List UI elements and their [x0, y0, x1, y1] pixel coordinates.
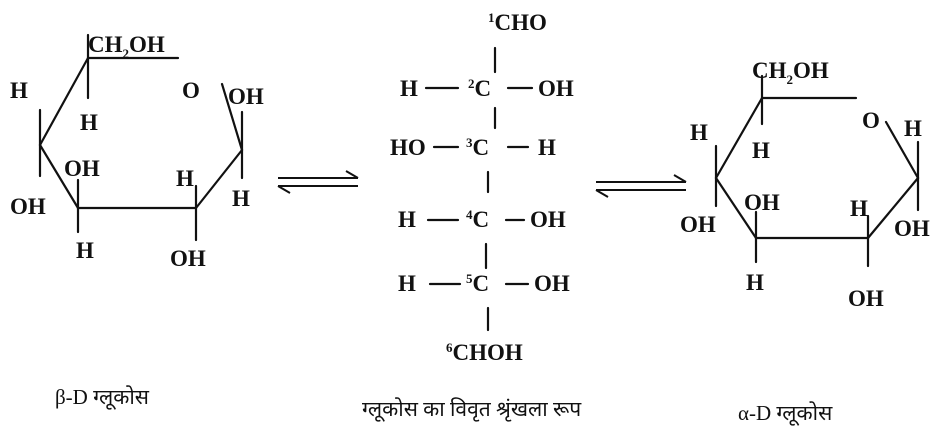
alpha-caption: α-D ग्लूकोस: [738, 401, 833, 426]
beta-c3-h: H: [76, 238, 94, 263]
open-c3-h: H: [538, 135, 556, 160]
beta-c1-h: H: [232, 186, 250, 211]
alpha-ring-oxygen: O: [862, 108, 880, 133]
alpha-ch2oh-label: CH2OH: [752, 58, 829, 87]
beta-ring-oxygen: O: [182, 78, 200, 103]
beta-ch2oh-label: CH2OH: [88, 32, 165, 61]
beta-bond-c3-c4: [38, 143, 80, 210]
alpha-c1-oh: OH: [894, 216, 930, 241]
open-c3-ho: HO: [390, 135, 426, 160]
alpha-c4-h: H: [690, 120, 708, 145]
open-c6-group: 6CHOH: [446, 340, 523, 365]
alpha-d-glucose-structure: CH2OH O H H H OH H OH OH H OH: [680, 58, 930, 311]
open-c2-oh: OH: [538, 76, 574, 101]
beta-bond-c1-c2: [194, 148, 244, 210]
alpha-c2-oh: OH: [848, 286, 884, 311]
open-c4-carbon: 4C: [466, 207, 489, 232]
open-c2-h: H: [400, 76, 418, 101]
equilibrium-arrow-right: [595, 174, 687, 198]
open-c5-carbon: 5C: [466, 271, 489, 296]
beta-caption: β-D ग्लूकोस: [55, 385, 150, 410]
open-chain-caption: ग्लूकोस का विवृत श्रृंखला रूप: [362, 397, 582, 422]
beta-bond-o-c1: [220, 82, 244, 152]
beta-c5-h-top: H: [10, 78, 28, 103]
alpha-c3-oh-inner: OH: [744, 190, 780, 215]
alpha-c1-h: H: [904, 116, 922, 141]
open-c4-h: H: [398, 207, 416, 232]
open-c1-group: 1CHO: [488, 10, 547, 35]
open-c3-carbon: 3C: [466, 135, 489, 160]
beta-bond-c4-c5: [38, 56, 90, 147]
alpha-c3-h: H: [746, 270, 764, 295]
beta-c4-oh: OH: [10, 194, 46, 219]
beta-c2-h-inner: H: [176, 166, 194, 191]
beta-d-glucose-structure: CH2OH O OH H H H OH H OH H OH: [10, 32, 264, 271]
beta-c1-oh: OH: [228, 84, 264, 109]
beta-c5-h: H: [80, 110, 98, 135]
alpha-c2-h-inner: H: [850, 196, 868, 221]
open-c5-h: H: [398, 271, 416, 296]
open-c5-oh: OH: [534, 271, 570, 296]
open-chain-glucose-structure: 1CHO H 2C OH HO 3C H H 4C OH H: [390, 10, 574, 365]
alpha-c4-oh: OH: [680, 212, 716, 237]
beta-c2-oh: OH: [170, 246, 206, 271]
open-c2-carbon: 2C: [468, 76, 491, 101]
alpha-c5-h: H: [752, 138, 770, 163]
beta-c3-oh-inner: OH: [64, 156, 100, 181]
open-c4-oh: OH: [530, 207, 566, 232]
equilibrium-arrow-left: [277, 170, 359, 194]
